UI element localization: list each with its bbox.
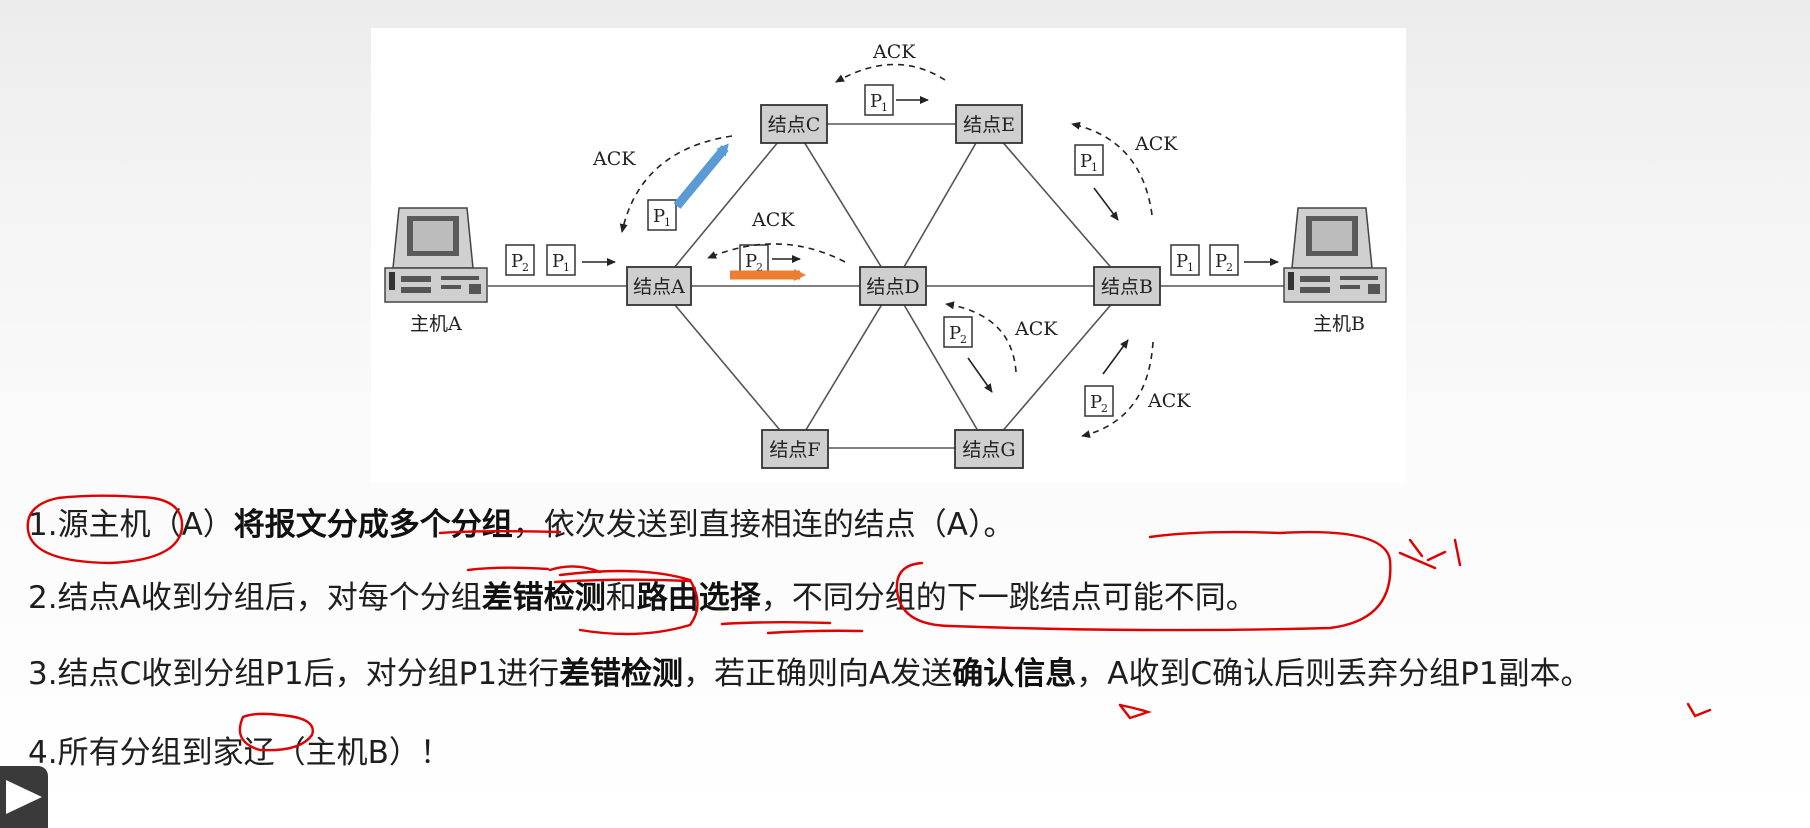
- svg-text:P: P: [1215, 251, 1227, 272]
- svg-text:1: 1: [563, 261, 570, 274]
- node-a: 结点A: [626, 266, 692, 306]
- svg-text:2: 2: [960, 333, 967, 346]
- node-f-label: 结点F: [769, 439, 820, 461]
- svg-text:1: 1: [881, 101, 888, 114]
- ack-label-d-a: ACK: [751, 209, 795, 231]
- node-g: 结点G: [954, 429, 1024, 469]
- svg-text:P: P: [1090, 392, 1102, 413]
- node-g-label: 结点G: [962, 439, 1015, 461]
- node-e: 结点E: [955, 104, 1023, 144]
- link-c-d: [792, 123, 894, 287]
- play-icon: [6, 780, 42, 814]
- node-d-label: 结点D: [866, 276, 919, 298]
- packet-host-a-p1: P 1: [546, 244, 576, 276]
- arrow-e-b: [1093, 187, 1119, 221]
- ack-arrow-c-a: [619, 135, 733, 233]
- link-d-g: [892, 285, 989, 449]
- ack-label-c-a: ACK: [592, 148, 636, 170]
- ack-label-b-e: ACK: [1134, 133, 1178, 155]
- packet-a-d-p2: P 2: [739, 244, 769, 276]
- packet-g-b-p2: P 2: [1084, 385, 1114, 417]
- step-3: 3.结点C收到分组P1后，对分组P1进行差错检测，若正确则向A发送确认信息，A收…: [28, 656, 1592, 692]
- link-g-b: [987, 285, 1128, 449]
- node-a-label: 结点A: [633, 276, 685, 298]
- node-d: 结点D: [859, 266, 927, 306]
- node-e-label: 结点E: [963, 114, 1015, 136]
- blue-arrow-a-c: [673, 143, 729, 209]
- svg-text:1: 1: [664, 216, 671, 229]
- svg-text:P: P: [870, 91, 882, 112]
- node-b: 结点B: [1093, 266, 1161, 306]
- svg-text:2: 2: [756, 261, 763, 274]
- ack-arrow-b-e: [1071, 121, 1153, 216]
- step-1: 1.源主机（A）将报文分成多个分组，依次发送到直接相连的结点（A）。: [28, 507, 1015, 543]
- link-e-b: [986, 123, 1128, 287]
- node-c-label: 结点C: [768, 114, 821, 136]
- packet-c-e-p1: P 1: [864, 84, 894, 116]
- node-f: 结点F: [761, 429, 829, 469]
- host-a-computer-icon: [384, 207, 488, 303]
- packet-a-c-p1: P 1: [647, 199, 677, 231]
- link-a-c: [658, 123, 794, 287]
- svg-text:P: P: [511, 251, 523, 272]
- ack-label-e-c: ACK: [872, 41, 916, 63]
- links: [488, 123, 1295, 449]
- svg-text:2: 2: [522, 261, 529, 274]
- svg-text:P: P: [949, 323, 961, 344]
- link-e-d: [892, 123, 988, 287]
- packet-host-a-p2: P 2: [505, 244, 535, 276]
- play-button[interactable]: [0, 766, 48, 828]
- link-a-f: [658, 285, 796, 449]
- svg-text:2: 2: [1226, 261, 1233, 274]
- step-4: 4.所有分组到家辽（主机B）！: [28, 735, 451, 771]
- packet-host-b-p2: P 2: [1209, 244, 1239, 276]
- svg-text:P: P: [1176, 251, 1188, 272]
- svg-text:2: 2: [1101, 402, 1108, 415]
- svg-text:1: 1: [1187, 261, 1194, 274]
- node-b-label: 结点B: [1101, 276, 1153, 298]
- step-2: 2.结点A收到分组后，对每个分组差错检测和路由选择，不同分组的下一跳结点可能不同…: [28, 580, 1257, 616]
- svg-text:P: P: [653, 206, 665, 227]
- svg-text:P: P: [552, 251, 564, 272]
- svg-text:P: P: [1080, 151, 1092, 172]
- packet-d-g-p2: P 2: [943, 316, 973, 348]
- node-c: 结点C: [760, 104, 828, 144]
- ack-label-b-g: ACK: [1147, 390, 1191, 412]
- host-b-computer-icon: [1283, 207, 1387, 303]
- host-b-label: 主机B: [1313, 313, 1365, 335]
- ack-label-g-d: ACK: [1014, 318, 1058, 340]
- host-a-label: 主机A: [410, 313, 462, 335]
- packet-host-b-p1: P 1: [1170, 244, 1200, 276]
- ack-arrow-b-g: [1081, 341, 1154, 438]
- svg-text:1: 1: [1091, 161, 1098, 174]
- ack-arrow-d-a: [707, 243, 846, 263]
- packet-e-b-p1: P 1: [1074, 144, 1104, 176]
- arrow-d-g: [967, 357, 993, 393]
- arrow-g-b: [1102, 339, 1129, 375]
- svg-text:P: P: [745, 251, 757, 272]
- ack-arrow-g-d: [945, 301, 1017, 373]
- link-d-f: [794, 285, 894, 449]
- ack-arrow-e-c: [835, 63, 946, 83]
